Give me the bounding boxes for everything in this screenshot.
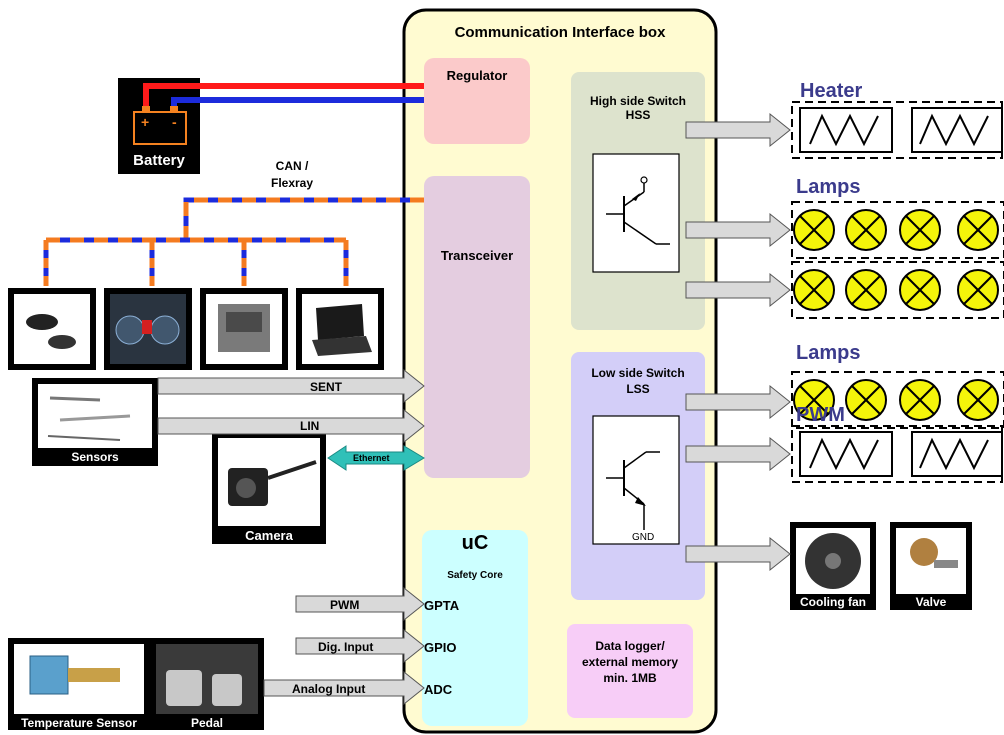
battery-plus: + <box>141 114 150 130</box>
uc-subtitle: Safety Core <box>447 570 503 581</box>
lss-transistor-symbol <box>592 415 680 545</box>
uc-block <box>422 530 528 726</box>
lss-gnd-label: GND <box>632 532 655 543</box>
sent-label: SENT <box>310 380 343 394</box>
lamp-icon <box>845 269 887 311</box>
transceiver-label: Transceiver <box>440 248 514 263</box>
adc-label: ADC <box>424 682 453 697</box>
output-arrows <box>685 112 791 572</box>
regulator-block <box>424 58 530 144</box>
hss-abbr: HSS <box>625 108 651 122</box>
main-box-title: Communication Interface box <box>454 24 666 41</box>
dig-input-label: Dig. Input <box>318 640 374 654</box>
lamp-icon <box>793 379 835 421</box>
battery-red-wire <box>143 83 424 106</box>
lamp-icon <box>793 269 835 311</box>
lin-label: LIN <box>300 419 320 433</box>
laptop-photo <box>296 288 384 370</box>
hss-transistor-symbol <box>592 153 680 273</box>
battery-blue-wire <box>171 97 424 106</box>
lamp-icon <box>957 209 999 251</box>
heater-group <box>791 101 1003 159</box>
camera-caption: Camera <box>245 528 293 543</box>
pedal-caption: Pedal <box>190 716 223 730</box>
lamp-icon <box>793 209 835 251</box>
lamps-bottom-title: Lamps <box>796 342 861 364</box>
can-flexray-label: CAN / Flexray <box>270 159 314 190</box>
ecu-key-photo <box>8 288 96 370</box>
analog-input-label: Analog Input <box>292 682 366 696</box>
heater-title: Heater <box>800 80 863 102</box>
lamp-icon <box>845 209 887 251</box>
lamp-icon <box>957 269 999 311</box>
valve-photo <box>890 522 972 610</box>
lamp-icon <box>957 379 999 421</box>
battery-block <box>118 78 200 174</box>
battery-label: Battery <box>133 152 185 169</box>
datalogger-label: Data logger/ external memory min. 1MB <box>581 639 679 685</box>
datalogger-block <box>567 624 693 718</box>
lamp-icon <box>899 209 941 251</box>
can-flexray-bus <box>43 197 424 286</box>
cooling-fan-caption: Cooling fan <box>800 595 866 609</box>
lamp-icon <box>845 379 887 421</box>
ethernet-label: Ethernet <box>353 453 390 463</box>
engine-photo <box>200 288 288 370</box>
camera-photo <box>212 432 326 544</box>
lamp-row-frame <box>791 371 1004 429</box>
sensors-photo <box>32 378 158 466</box>
battery-minus: - <box>172 114 177 130</box>
pwm-output-title: PWM <box>796 404 845 426</box>
lamp-row-frame <box>791 261 1004 319</box>
lamp-icon <box>899 379 941 421</box>
regulator-label: Regulator <box>446 68 508 83</box>
temperature-sensor-photo <box>8 638 150 730</box>
lss-title: Low side Switch <box>591 366 685 380</box>
pwm-load-group <box>791 425 1003 483</box>
gpio-label: GPIO <box>424 640 457 655</box>
transceiver-block <box>424 176 530 478</box>
pedal-photo <box>150 638 264 730</box>
ethernet-link <box>327 445 425 471</box>
lamp-icon <box>899 269 941 311</box>
cooling-fan-photo <box>790 522 876 610</box>
dashboard-photo <box>104 288 192 370</box>
lss-abbr: LSS <box>626 382 650 396</box>
input-arrows <box>157 368 425 706</box>
uc-title: uC <box>461 532 489 554</box>
lamp-row-frame <box>791 201 1004 259</box>
pwm-input-label: PWM <box>330 598 360 612</box>
valve-caption: Valve <box>915 595 947 609</box>
gpta-label: GPTA <box>424 598 460 613</box>
lamps-group-top <box>791 201 1004 319</box>
lamps-top-title: Lamps <box>796 176 861 198</box>
sensors-caption: Sensors <box>71 450 119 464</box>
hss-title: High side Switch <box>589 94 686 108</box>
temperature-sensor-caption: Temperature Sensor <box>21 716 137 730</box>
lamps-group-bottom <box>791 371 1004 429</box>
